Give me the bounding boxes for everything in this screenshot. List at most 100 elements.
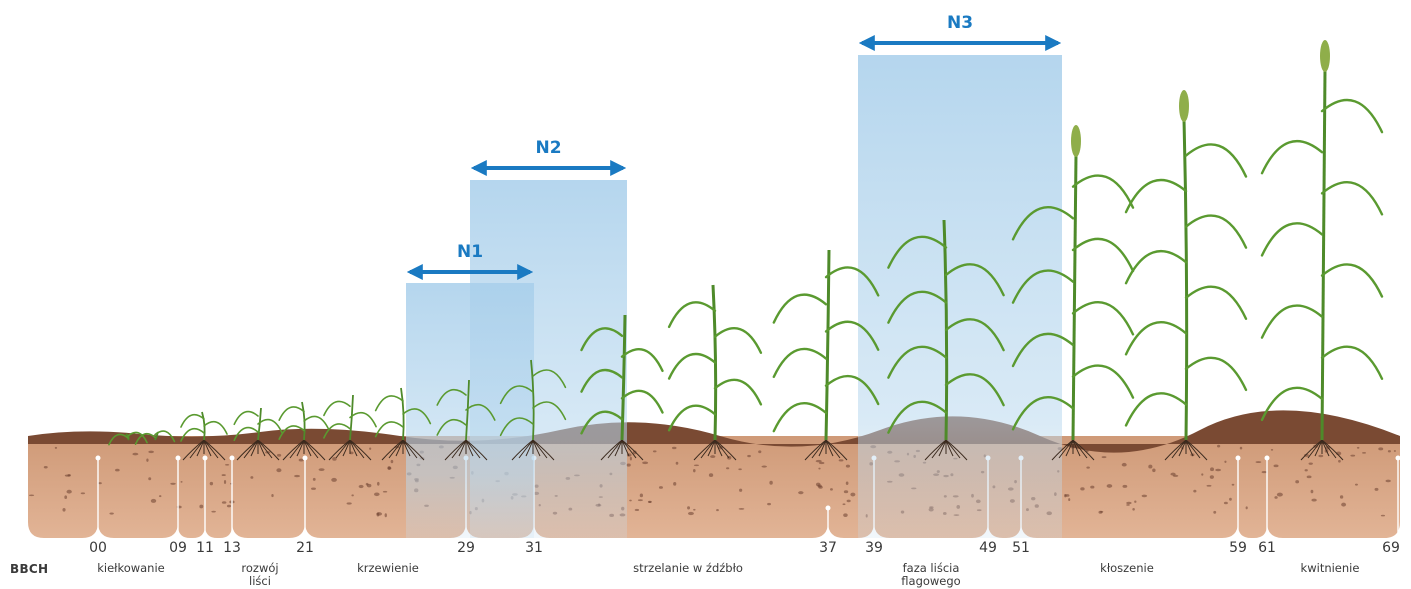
soil-speck (739, 508, 745, 510)
soil-speck (81, 492, 85, 494)
soil-speck (818, 468, 820, 470)
stage-label-line: flagowego (901, 575, 960, 588)
bbch-marker-dot (1396, 456, 1401, 461)
soil-speck (1341, 503, 1346, 507)
stage-label-line: strzelanie w źdźbło (633, 562, 743, 575)
soil-speck (1132, 508, 1134, 511)
soil-speck (1100, 511, 1103, 513)
bbch-marker-dot (826, 506, 831, 511)
bbch-number: 51 (1012, 540, 1030, 556)
soil-speck (62, 508, 65, 512)
soil-speck (331, 478, 337, 482)
soil-speck (68, 474, 71, 477)
bbch-number: 29 (457, 540, 475, 556)
soil-speck (846, 481, 849, 484)
soil-speck (225, 464, 229, 466)
soil-speck (222, 474, 226, 476)
soil-speck (374, 492, 380, 496)
soil-speck (1318, 455, 1323, 457)
soil-speck (716, 509, 719, 511)
soil-speck (1355, 484, 1358, 486)
soil-speck (1311, 490, 1314, 494)
soil-speck (726, 467, 729, 469)
soil-speck (1378, 447, 1383, 450)
soil-speck (1102, 456, 1107, 458)
stage-label: krzewienie (357, 562, 419, 575)
soil-speck (1080, 487, 1084, 490)
soil-speck (1357, 447, 1360, 449)
soil-speck (151, 499, 156, 503)
soil-speck (170, 483, 176, 485)
soil-speck (844, 490, 848, 493)
soil-speck (762, 466, 767, 468)
soil-speck (385, 513, 387, 517)
soil-speck (391, 460, 394, 463)
soil-speck (747, 455, 751, 457)
soil-speck (132, 453, 138, 456)
bbch-number: 31 (525, 540, 543, 556)
bbch-marker-dot (230, 456, 235, 461)
stage-label: strzelanie w źdźbło (633, 562, 743, 575)
soil-speck (1262, 471, 1267, 473)
soil-speck (250, 476, 253, 479)
stage-label: faza liściaflagowego (901, 562, 960, 588)
stage-label: rozwójliści (241, 562, 278, 588)
soil-speck (1173, 475, 1179, 477)
soil-speck (1229, 498, 1232, 501)
soil-speck (738, 468, 742, 470)
soil-speck (211, 511, 216, 513)
soil-speck (830, 488, 833, 491)
nitrogen-label-n3: N3 (947, 13, 973, 33)
soil-speck (351, 494, 353, 496)
soil-speck (148, 451, 154, 453)
stage-label-line: kwitnienie (1301, 562, 1360, 575)
bbch-marker-dot (303, 456, 308, 461)
soil-speck (319, 468, 325, 471)
bbch-marker-dot (1236, 456, 1241, 461)
stage-label: kwitnienie (1301, 562, 1360, 575)
soil-speck (55, 447, 57, 449)
soil-speck (1375, 488, 1379, 491)
soil-speck (109, 512, 113, 514)
soil-speck (1122, 485, 1127, 488)
soil-speck (366, 483, 369, 486)
soil-speck (311, 488, 316, 490)
soil-speck (1201, 473, 1203, 475)
nitrogen-label-n1: N1 (457, 242, 483, 262)
soil-speck (842, 503, 845, 505)
soil-speck (1307, 475, 1312, 478)
bbch-marker-dot (176, 456, 181, 461)
bbch-title: BBCH (10, 562, 48, 576)
soil-speck (377, 482, 380, 486)
soil-speck (673, 482, 676, 486)
wheat-plant (1262, 40, 1382, 460)
bbch-marker-dot (1265, 456, 1270, 461)
soil-speck (1215, 469, 1221, 471)
soil-speck (1086, 467, 1089, 469)
soil-speck (227, 505, 231, 508)
wheat-plant (1126, 90, 1246, 460)
bbch-number: 39 (865, 540, 883, 556)
bbch-number: 49 (979, 540, 997, 556)
soil-speck (710, 455, 715, 458)
soil-speck (1126, 502, 1131, 505)
soil-speck (159, 495, 161, 497)
soil-speck (1350, 455, 1355, 457)
soil-speck (1274, 465, 1279, 468)
soil-speck (638, 499, 643, 501)
soil-speck (688, 512, 694, 515)
soil-speck (276, 468, 281, 472)
soil-speck (739, 489, 742, 492)
soil-speck (1064, 494, 1066, 497)
soil-speck (1107, 484, 1113, 488)
soil-speck (693, 469, 696, 472)
soil-speck (709, 473, 713, 477)
soil-speck (1305, 469, 1308, 471)
soil-speck (1210, 475, 1214, 479)
soil-speck (1309, 462, 1313, 464)
soil-speck (1224, 461, 1226, 463)
soil-speck (1210, 467, 1214, 471)
soil-speck (1134, 501, 1136, 503)
soil-speck (294, 475, 300, 477)
bbch-number: 13 (223, 540, 241, 556)
